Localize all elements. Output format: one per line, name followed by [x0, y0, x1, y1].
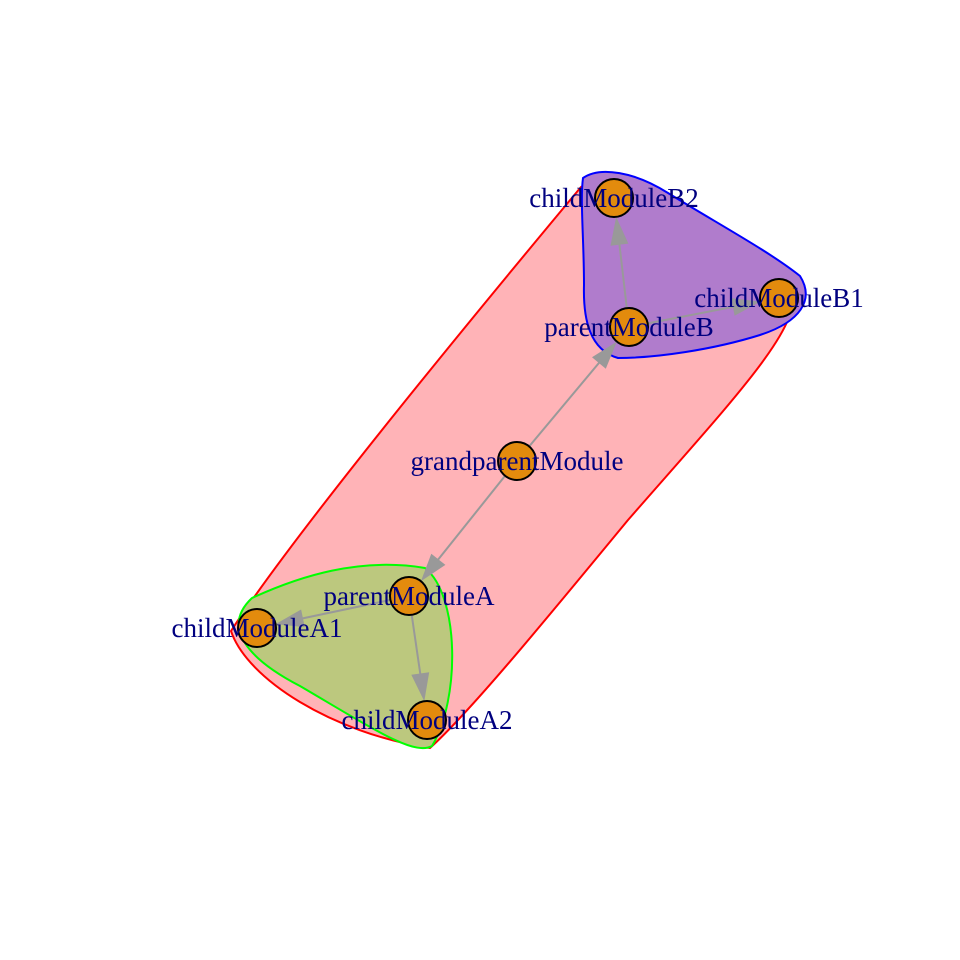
edge-parentModuleB-childModuleB1 [647, 305, 737, 325]
edges [275, 216, 761, 702]
edge-grandparentModule-parentModuleB [528, 359, 603, 448]
arrowhead-childModuleB1 [731, 298, 761, 316]
node-childModuleA2[interactable] [407, 700, 447, 740]
node-childModuleA1[interactable] [237, 608, 277, 648]
node-childModuleB2[interactable] [594, 178, 634, 218]
label-parentModuleA: parentModuleA [324, 581, 495, 611]
node-parentModuleA[interactable] [389, 576, 429, 616]
label-childModuleB2: childModuleB2 [529, 183, 699, 213]
node-parentModuleB[interactable] [609, 307, 649, 347]
label-childModuleB1: childModuleB1 [694, 283, 864, 313]
node-grandparentModule[interactable] [497, 441, 537, 481]
node-childModuleB1[interactable] [759, 278, 799, 318]
arrowhead-childModuleB2 [610, 216, 629, 246]
label-childModuleA1: childModuleA1 [172, 613, 343, 643]
edge-parentModuleA-childModuleA1 [298, 598, 391, 621]
label-childModuleA2: childModuleA2 [342, 705, 513, 735]
arrowhead-parentModuleA [420, 553, 446, 582]
nodes [237, 178, 799, 740]
label-parentModuleB: parentModuleB [544, 312, 713, 342]
arrowhead-parentModuleB [592, 341, 617, 369]
label-grandparentModule: grandparentModule [411, 446, 624, 476]
node-labels: grandparentModule parentModuleA parentModu… [172, 183, 864, 735]
arrowhead-childModuleA1 [275, 609, 305, 628]
edge-parentModuleA-childModuleA2 [410, 614, 422, 678]
edge-parentModuleB-childModuleB2 [618, 240, 628, 309]
edge-grandparentModule-parentModuleA [435, 475, 506, 564]
arrowhead-childModuleA2 [411, 672, 430, 702]
